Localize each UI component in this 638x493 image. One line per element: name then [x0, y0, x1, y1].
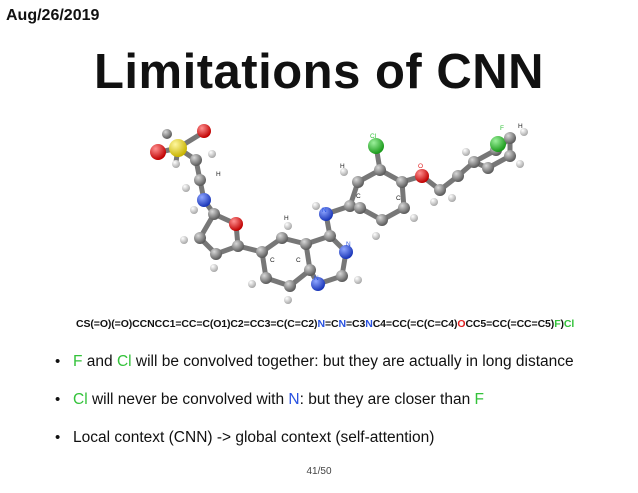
smiles-oxygen: O — [457, 318, 466, 330]
bullet-item: Local context (CNN) -> global context (s… — [55, 427, 630, 465]
bullet-fluorine: F — [474, 391, 484, 408]
atom-label-n: N — [346, 241, 351, 248]
atom-label-n: N — [322, 207, 327, 214]
smiles-segment: =C — [324, 318, 339, 330]
bullet-text: and — [82, 353, 117, 370]
page-number: 41/50 — [306, 466, 332, 477]
bullet-text: Local context (CNN) -> global context (s… — [73, 429, 435, 446]
atom-label-h: H — [284, 215, 289, 222]
smiles-segment: ) — [560, 318, 565, 330]
atom-label-h: H — [518, 123, 523, 130]
bullet-fluorine: F — [73, 353, 83, 370]
atom-label-c: C — [356, 193, 361, 200]
atom-label-f: F — [500, 125, 504, 132]
molecule-atom-labels: Cl F O N N N H H H H C C C C — [216, 123, 523, 282]
smiles-chlorine: Cl — [563, 318, 575, 330]
bullet-chlorine: Cl — [116, 353, 132, 370]
smiles-nitrogen: N — [317, 318, 325, 330]
molecule-atoms — [150, 124, 528, 304]
bullet-item: F and Cl will be convolved together: but… — [55, 351, 630, 389]
bullet-text: will never be convolved with — [87, 391, 289, 408]
smiles-segment: C4=CC(=C(C=C4) — [372, 318, 458, 330]
smiles-nitrogen: N — [365, 318, 373, 330]
atom-label-o: O — [418, 163, 423, 170]
bullet-nitrogen: N — [288, 391, 300, 408]
smiles-nitrogen: N — [338, 318, 346, 330]
smiles-string: CS(=O)(=O)CCNCC1=CC=C(O1)C2=CC3=C(C=C2)N… — [76, 318, 574, 330]
slide-title: Limitations of CNN — [94, 45, 544, 99]
bullet-item: Cl will never be convolved with N: but t… — [55, 389, 630, 427]
smiles-fluorine: F — [554, 318, 561, 330]
atom-label-c: C — [270, 257, 275, 264]
atom-label-c: C — [396, 195, 401, 202]
smiles-segment: CC5=CC(=CC=C5) — [465, 318, 555, 330]
atom-label-h: H — [216, 171, 221, 178]
molecule-3d-image: Cl F O N N N H H H H C C C C — [150, 123, 528, 304]
date-label: Aug/26/2019 — [6, 7, 100, 24]
atom-label-n: N — [314, 275, 319, 282]
bullet-text: will be convolved together: but they are… — [131, 353, 574, 370]
atom-label-cl: Cl — [370, 133, 377, 140]
bullet-chlorine: Cl — [73, 391, 88, 408]
atom-label-c: C — [296, 257, 301, 264]
smiles-segment: =C3 — [345, 318, 366, 330]
bullet-text: : but they are closer than — [299, 391, 475, 408]
smiles-segment: CS(=O)(=O)CCNCC1=CC=C(O1)C2=CC3=C(C=C2) — [76, 318, 318, 330]
bullet-list: F and Cl will be convolved together: but… — [55, 351, 630, 465]
atom-label-h: H — [340, 163, 345, 170]
